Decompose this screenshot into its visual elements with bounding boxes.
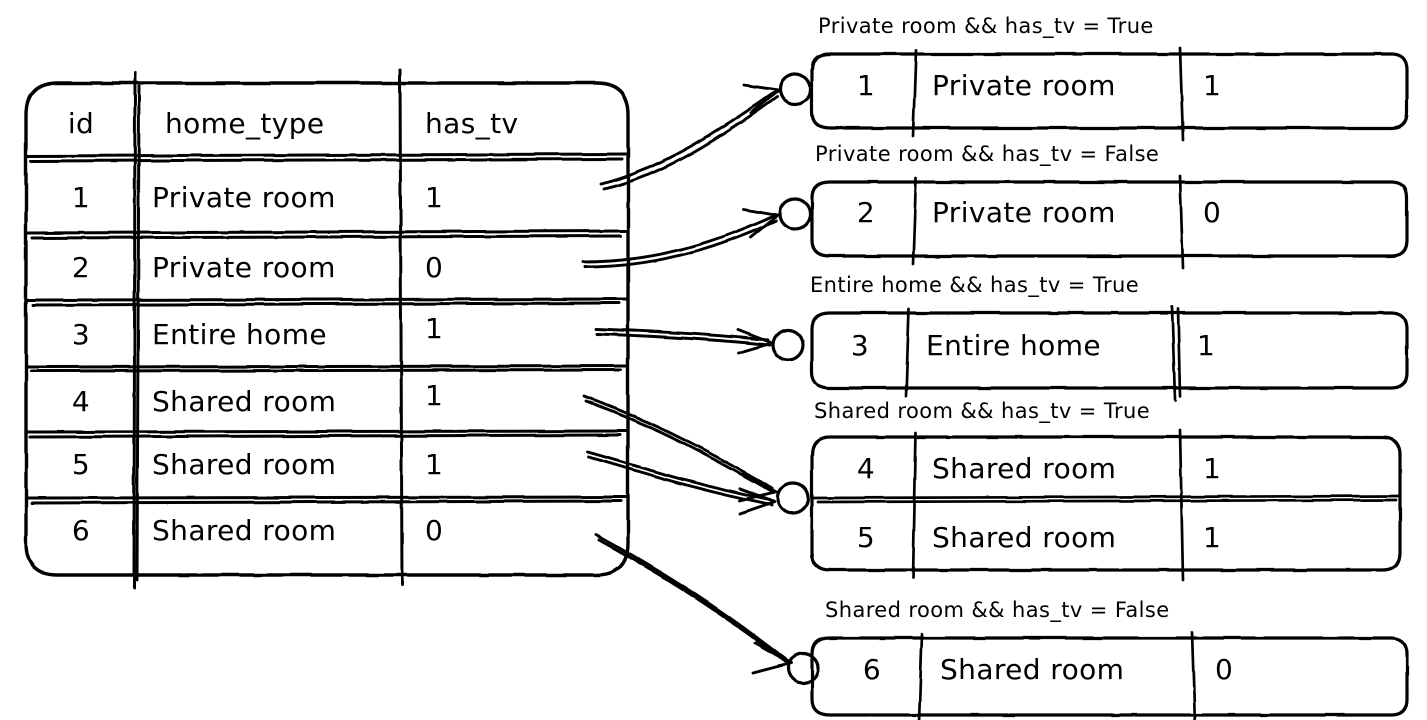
group-1-label: Private room && has_tv = True: [818, 14, 1154, 38]
group-4-row-1-home-type: Shared room: [932, 452, 1117, 485]
source-row-5-has-tv: 1: [425, 448, 444, 481]
source-row-3-has-tv: 1: [425, 312, 444, 345]
group-box-2: [810, 180, 1409, 258]
group-1-row-1-home-type: Private room: [932, 69, 1116, 102]
group-4-row-2-home-type: Shared room: [932, 521, 1117, 554]
group-box-2-dividers: [911, 174, 1185, 270]
group-anchor-circle-5: [786, 651, 820, 685]
group-3-row-1-home-type: Entire home: [926, 329, 1101, 362]
source-table-header-id: id: [67, 107, 95, 140]
source-table-row-dividers: [25, 152, 630, 505]
source-row-4-id: 4: [71, 385, 91, 418]
connector-arrows: [581, 83, 793, 675]
source-row-5-home-type: Shared room: [152, 448, 337, 481]
group-anchor-circle-2: [778, 197, 812, 231]
group-1-row-1-id: 1: [856, 69, 876, 102]
group-2-row-1-has-tv: 0: [1203, 196, 1222, 229]
source-table-header-home-type: home_type: [165, 107, 325, 140]
group-1-row-1-has-tv: 1: [1203, 69, 1222, 102]
source-row-4-home-type: Shared room: [152, 385, 337, 418]
group-box-1: [810, 52, 1409, 130]
group-box-1-dividers: [911, 46, 1185, 142]
source-table-outline: [24, 81, 630, 577]
source-row-2-id: 2: [71, 251, 91, 284]
group-box-5: [810, 636, 1409, 717]
group-3-row-1-id: 3: [850, 329, 870, 362]
group-4-row-2-has-tv: 1: [1203, 521, 1222, 554]
group-box-3: [810, 311, 1409, 390]
group-3-label: Entire home && has_tv = True: [810, 273, 1140, 297]
group-5-row-1-home-type: Shared room: [940, 653, 1125, 686]
source-row-6-id: 6: [71, 514, 91, 547]
source-row-6-home-type: Shared room: [152, 514, 337, 547]
source-row-1-id: 1: [71, 181, 91, 214]
group-anchor-circle-4: [776, 481, 810, 515]
group-2-label: Private room && has_tv = False: [815, 142, 1160, 166]
source-row-2-has-tv: 0: [425, 251, 444, 284]
group-3-row-1-has-tv: 1: [1197, 329, 1216, 362]
group-anchor-circle-1: [778, 72, 812, 106]
source-row-2-home-type: Private room: [152, 251, 336, 284]
group-box-4: [810, 435, 1402, 572]
group-5-row-1-id: 6: [862, 653, 882, 686]
source-row-3-home-type: Entire home: [152, 318, 327, 351]
group-2-row-1-id: 2: [856, 196, 876, 229]
group-anchor-circle-3: [771, 328, 805, 362]
group-4-label: Shared room && has_tv = True: [814, 399, 1151, 423]
group-box-4-dividers: [810, 428, 1402, 582]
source-row-1-has-tv: 1: [425, 181, 444, 214]
source-table-header-has-tv: has_tv: [425, 107, 519, 140]
source-row-3-id: 3: [71, 318, 91, 351]
group-2-row-1-home-type: Private room: [932, 196, 1116, 229]
group-box-3-dividers: [904, 305, 1182, 402]
source-row-5-id: 5: [71, 448, 91, 481]
source-row-1-home-type: Private room: [152, 181, 336, 214]
group-box-5-dividers: [917, 630, 1197, 720]
group-4-row-1-has-tv: 1: [1203, 452, 1222, 485]
source-row-6-has-tv: 0: [425, 514, 444, 547]
group-4-row-1-id: 4: [856, 452, 876, 485]
group-5-label: Shared room && has_tv = False: [825, 598, 1170, 622]
group-4-row-2-id: 5: [856, 521, 876, 554]
source-row-4-has-tv: 1: [425, 379, 444, 412]
group-5-row-1-has-tv: 0: [1215, 653, 1234, 686]
